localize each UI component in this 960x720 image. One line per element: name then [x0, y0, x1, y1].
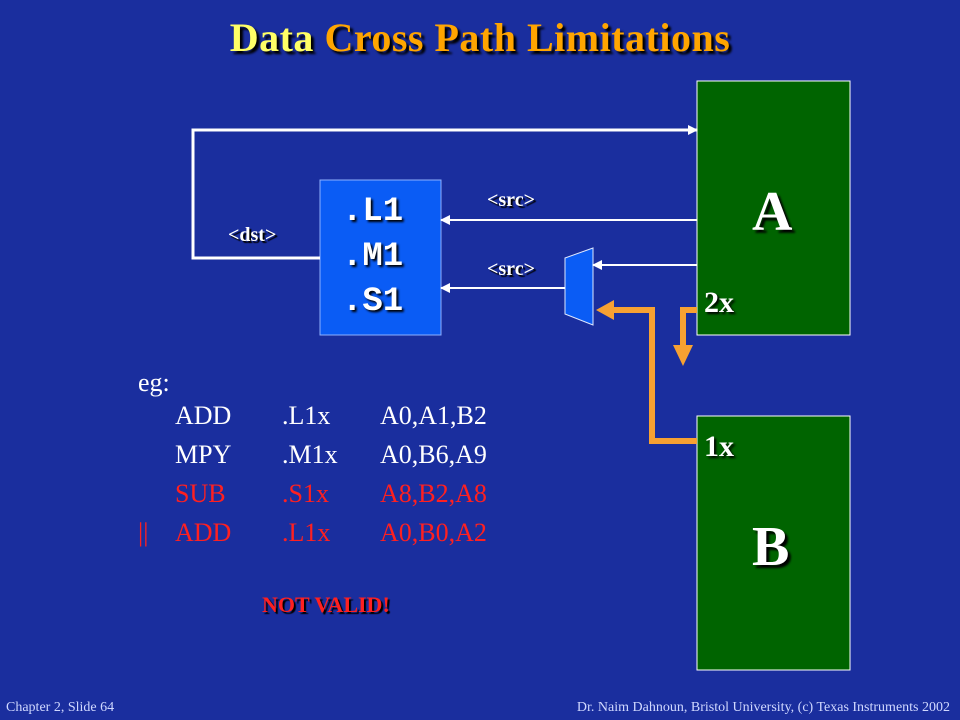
code-row-2-args: A0,B6,A9	[380, 440, 487, 469]
code-row-3-unit: .S1x	[282, 479, 329, 508]
code-row-4-prefix: ||	[138, 518, 149, 547]
dst-label: <dst>	[228, 224, 277, 246]
code-row-2: MPY .M1x A0,B6,A9	[0, 440, 600, 474]
register-file-a-name: A	[752, 181, 793, 243]
code-row-2-unit: .M1x	[282, 440, 338, 469]
code-row-4: || ADD .L1x A0,B0,A2	[0, 518, 600, 552]
code-row-2-op: MPY	[175, 440, 232, 469]
unit-s1-label: .S1	[342, 283, 404, 321]
register-file-a	[696, 80, 851, 336]
functional-unit-labels: .L1 .M1 .S1	[342, 190, 422, 325]
footer-right: Dr. Naim Dahnoun, Bristol University, (c…	[576, 700, 950, 715]
slide-title: Data Cross Path Limitations	[0, 14, 960, 61]
register-file-b	[696, 415, 851, 671]
code-row-3: SUB .S1x A8,B2,A8	[0, 479, 600, 513]
cross-path-a-to-b	[680, 307, 697, 348]
title-part2: Cross Path Limitations	[324, 15, 731, 60]
register-file-b-port: 1x	[704, 430, 734, 463]
code-row-1-op: ADD	[175, 401, 232, 430]
cross-path-b-arrowhead	[596, 300, 614, 320]
not-valid-note: NOT VALID!	[262, 592, 390, 617]
code-row-1: ADD .L1x A0,A1,B2	[0, 401, 600, 435]
cross-path-mux	[564, 247, 594, 326]
dst-path-line	[191, 125, 698, 260]
code-row-4-unit: .L1x	[282, 518, 331, 547]
src-top-label: <src>	[487, 189, 535, 211]
example-label: eg:	[138, 368, 170, 397]
functional-unit-box	[319, 179, 442, 336]
src-bottom-label: <src>	[487, 258, 535, 280]
cross-path-b-to-mux	[611, 307, 697, 444]
footer-left: Chapter 2, Slide 64	[6, 700, 115, 715]
title-part1: Data	[229, 15, 314, 60]
unit-m1-label: .M1	[342, 238, 404, 276]
code-row-1-unit: .L1x	[282, 401, 331, 430]
code-row-3-args: A8,B2,A8	[380, 479, 487, 508]
register-file-b-name: B	[752, 516, 790, 578]
code-row-1-args: A0,A1,B2	[380, 401, 487, 430]
cross-path-a-arrowhead	[673, 345, 693, 366]
code-row-4-args: A0,B0,A2	[380, 518, 487, 547]
register-file-a-port: 2x	[704, 286, 734, 319]
code-row-4-op: ADD	[175, 518, 232, 547]
unit-l1-label: .L1	[342, 193, 404, 231]
code-row-3-op: SUB	[175, 479, 226, 508]
